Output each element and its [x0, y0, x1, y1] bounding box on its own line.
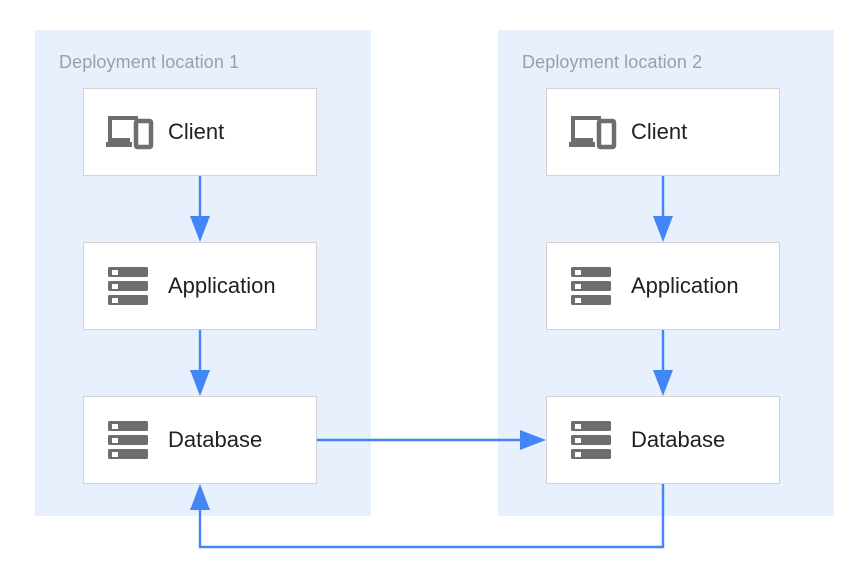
- node-client-1-label: Client: [168, 119, 225, 144]
- node-application-1-label: Application: [168, 273, 276, 298]
- server-stack-icon: [104, 417, 156, 463]
- node-client-1[interactable]: Client: [83, 88, 317, 176]
- node-database-2[interactable]: Database: [546, 396, 780, 484]
- server-stack-icon: [567, 263, 619, 309]
- node-client-2-label: Client: [631, 119, 688, 144]
- node-application-2-label: Application: [631, 273, 739, 298]
- devices-icon: [104, 109, 156, 155]
- node-database-1-label: Database: [168, 427, 263, 452]
- zone-1-title: Deployment location 1: [59, 52, 240, 72]
- server-stack-icon: [567, 417, 619, 463]
- node-application-2[interactable]: Application: [546, 242, 780, 330]
- node-database-1[interactable]: Database: [83, 396, 317, 484]
- server-stack-icon: [104, 263, 156, 309]
- zone-2-title: Deployment location 2: [522, 52, 703, 72]
- node-database-2-label: Database: [631, 427, 726, 452]
- devices-icon: [567, 109, 619, 155]
- node-application-1[interactable]: Application: [83, 242, 317, 330]
- node-client-2[interactable]: Client: [546, 88, 780, 176]
